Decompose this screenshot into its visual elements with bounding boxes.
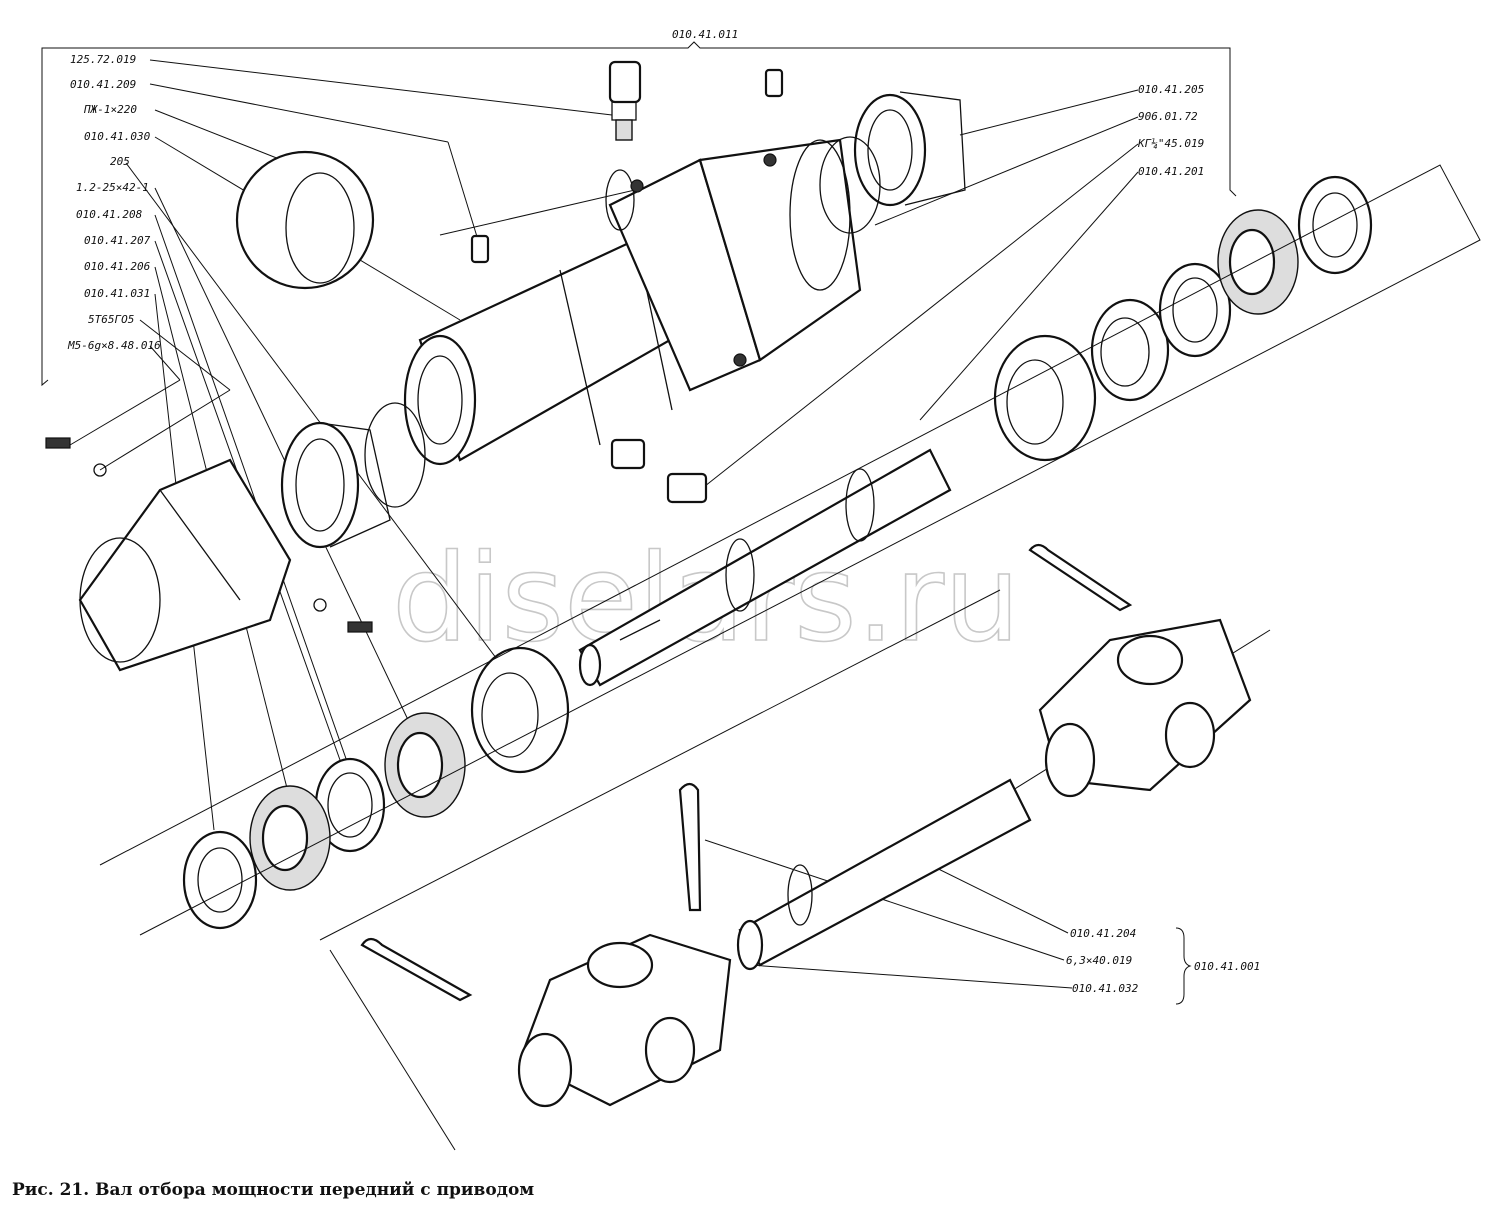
label-010-41-208: 010.41.208: [76, 208, 143, 221]
seal-right: [1297, 175, 1373, 275]
label-pzh-1x220: ПЖ-1×220: [83, 103, 137, 116]
label-010-41-205: 010.41.205: [1138, 83, 1204, 96]
label-010-41-204: 010.41.204: [1070, 927, 1136, 940]
drive-shaft: [736, 778, 1032, 971]
label-125-72-019: 125.72.019: [70, 53, 136, 66]
plug-center: [610, 438, 646, 470]
main-shaft: [578, 448, 952, 687]
label-010-41-032: 010.41.032: [1072, 982, 1139, 995]
label-5t65go5: 5Т65ГО5: [88, 313, 134, 326]
universal-joint-left: [517, 933, 732, 1108]
label-205: 205: [110, 155, 130, 168]
seal-left: [182, 830, 258, 930]
felt-ring-right: [1217, 209, 1299, 315]
detail-circle: [235, 150, 375, 290]
left-labels: 125.72.019 010.41.209 ПЖ-1×220 010.41.03…: [67, 53, 161, 352]
bearing-right: [993, 334, 1097, 462]
cotter-pin-middle: [678, 782, 702, 912]
label-6-3x40-019: 6,3×40.019: [1066, 954, 1132, 967]
right-labels: 010.41.205 906.01.72 КГ¼"45.019 010.41.2…: [1137, 83, 1204, 178]
ring-right-1: [1090, 298, 1170, 402]
label-1-2-25x42-1: 1.2-25×42-1: [76, 181, 149, 194]
left-sleeve: [280, 402, 426, 549]
label-010-41-030: 010.41.030: [84, 130, 151, 143]
ring-right-2: [1158, 262, 1232, 358]
top-assembly-bracket: 010.41.011: [41, 28, 1237, 387]
bushing-top: [764, 68, 784, 98]
pto-housing: [403, 138, 862, 466]
cotter-pin-top: [1028, 543, 1133, 612]
washer-left: [93, 463, 107, 477]
label-010-41-207: 010.41.207: [84, 234, 151, 247]
assembly-label-right: 010.41.001: [1194, 960, 1260, 973]
universal-joint-right: [1038, 618, 1252, 798]
seal-sleeve-top: [819, 91, 966, 234]
plug-right: [666, 472, 708, 504]
cotter-pin-bottom: [360, 937, 473, 1002]
right-brace: [1175, 927, 1192, 1005]
screw-left: [45, 437, 71, 449]
label-906-01-72: 906.01.72: [1138, 110, 1198, 123]
screw-mid: [347, 621, 373, 633]
label-010-41-201: 010.41.201: [1138, 165, 1204, 178]
assembly-label-top: 010.41.011: [672, 28, 738, 41]
cover-cone: [78, 458, 292, 672]
label-m5-6gx8-48-016: М5-6g×8.48.016: [67, 339, 161, 352]
label-010-41-031: 010.41.031: [84, 287, 150, 300]
figure-caption: Рис. 21. Вал отбора мощности передний с …: [12, 1180, 535, 1200]
label-kg-45-019: КГ¼"45.019: [1137, 137, 1204, 150]
felt-ring-left: [384, 712, 466, 818]
bushing-left: [470, 234, 490, 264]
breather: [608, 60, 642, 141]
felt-ring-left-2: [249, 785, 331, 891]
washer-mid: [313, 598, 327, 612]
bearing-left: [470, 646, 570, 774]
label-010-41-206: 010.41.206: [84, 260, 151, 273]
label-010-41-209: 010.41.209: [70, 78, 136, 91]
bottom-labels: 010.41.204 6,3×40.019 010.41.032 010.41.…: [1066, 927, 1260, 1005]
